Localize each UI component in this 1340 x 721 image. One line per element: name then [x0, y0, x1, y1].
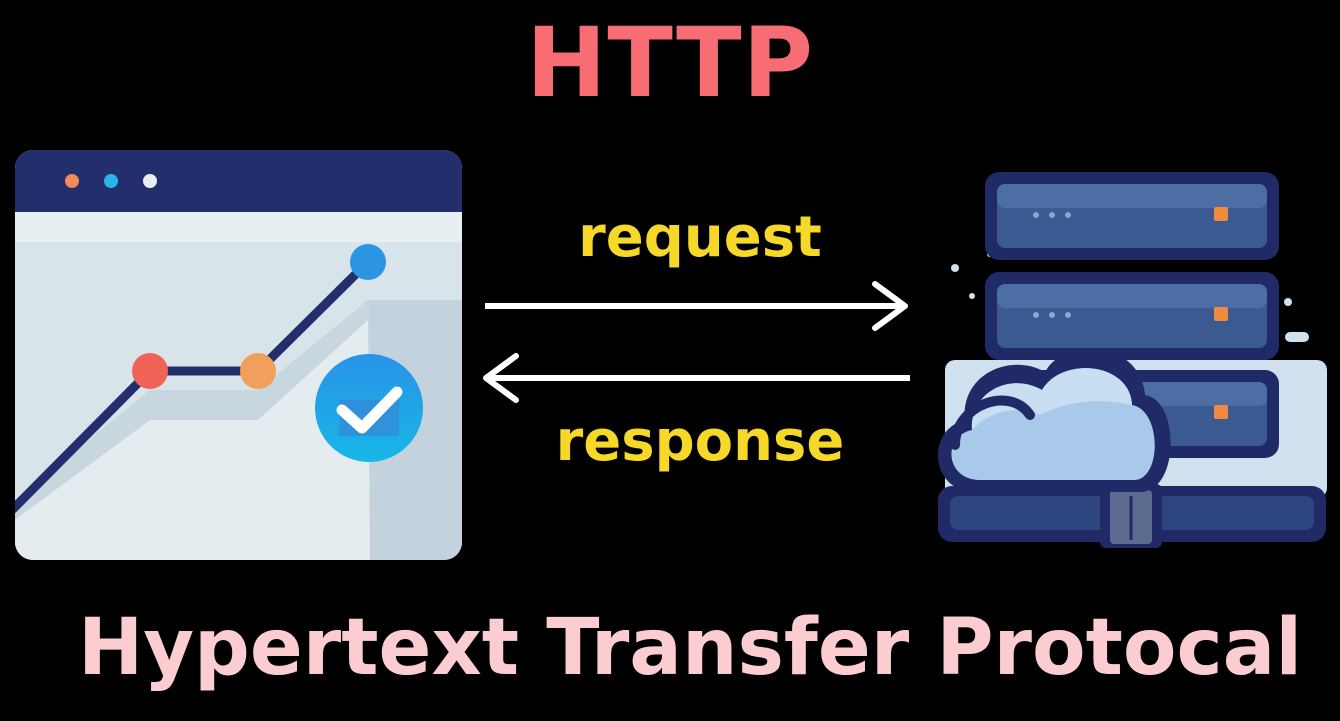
request-label: request [578, 205, 822, 270]
response-label: response [555, 409, 845, 474]
window-dot-blue [104, 174, 118, 188]
chart-point-blue [350, 244, 386, 280]
page-title: HTTP [526, 7, 814, 119]
server-unit-1 [985, 172, 1279, 260]
chart-point-orange [240, 353, 276, 389]
window-dot-orange [65, 174, 79, 188]
page-subtitle: Hypertext Transfer Protocal [77, 603, 1303, 693]
server-unit-2 [985, 272, 1279, 360]
window-dot-white [143, 174, 157, 188]
cloud-icon [937, 348, 1171, 492]
chart-point-red [132, 353, 168, 389]
